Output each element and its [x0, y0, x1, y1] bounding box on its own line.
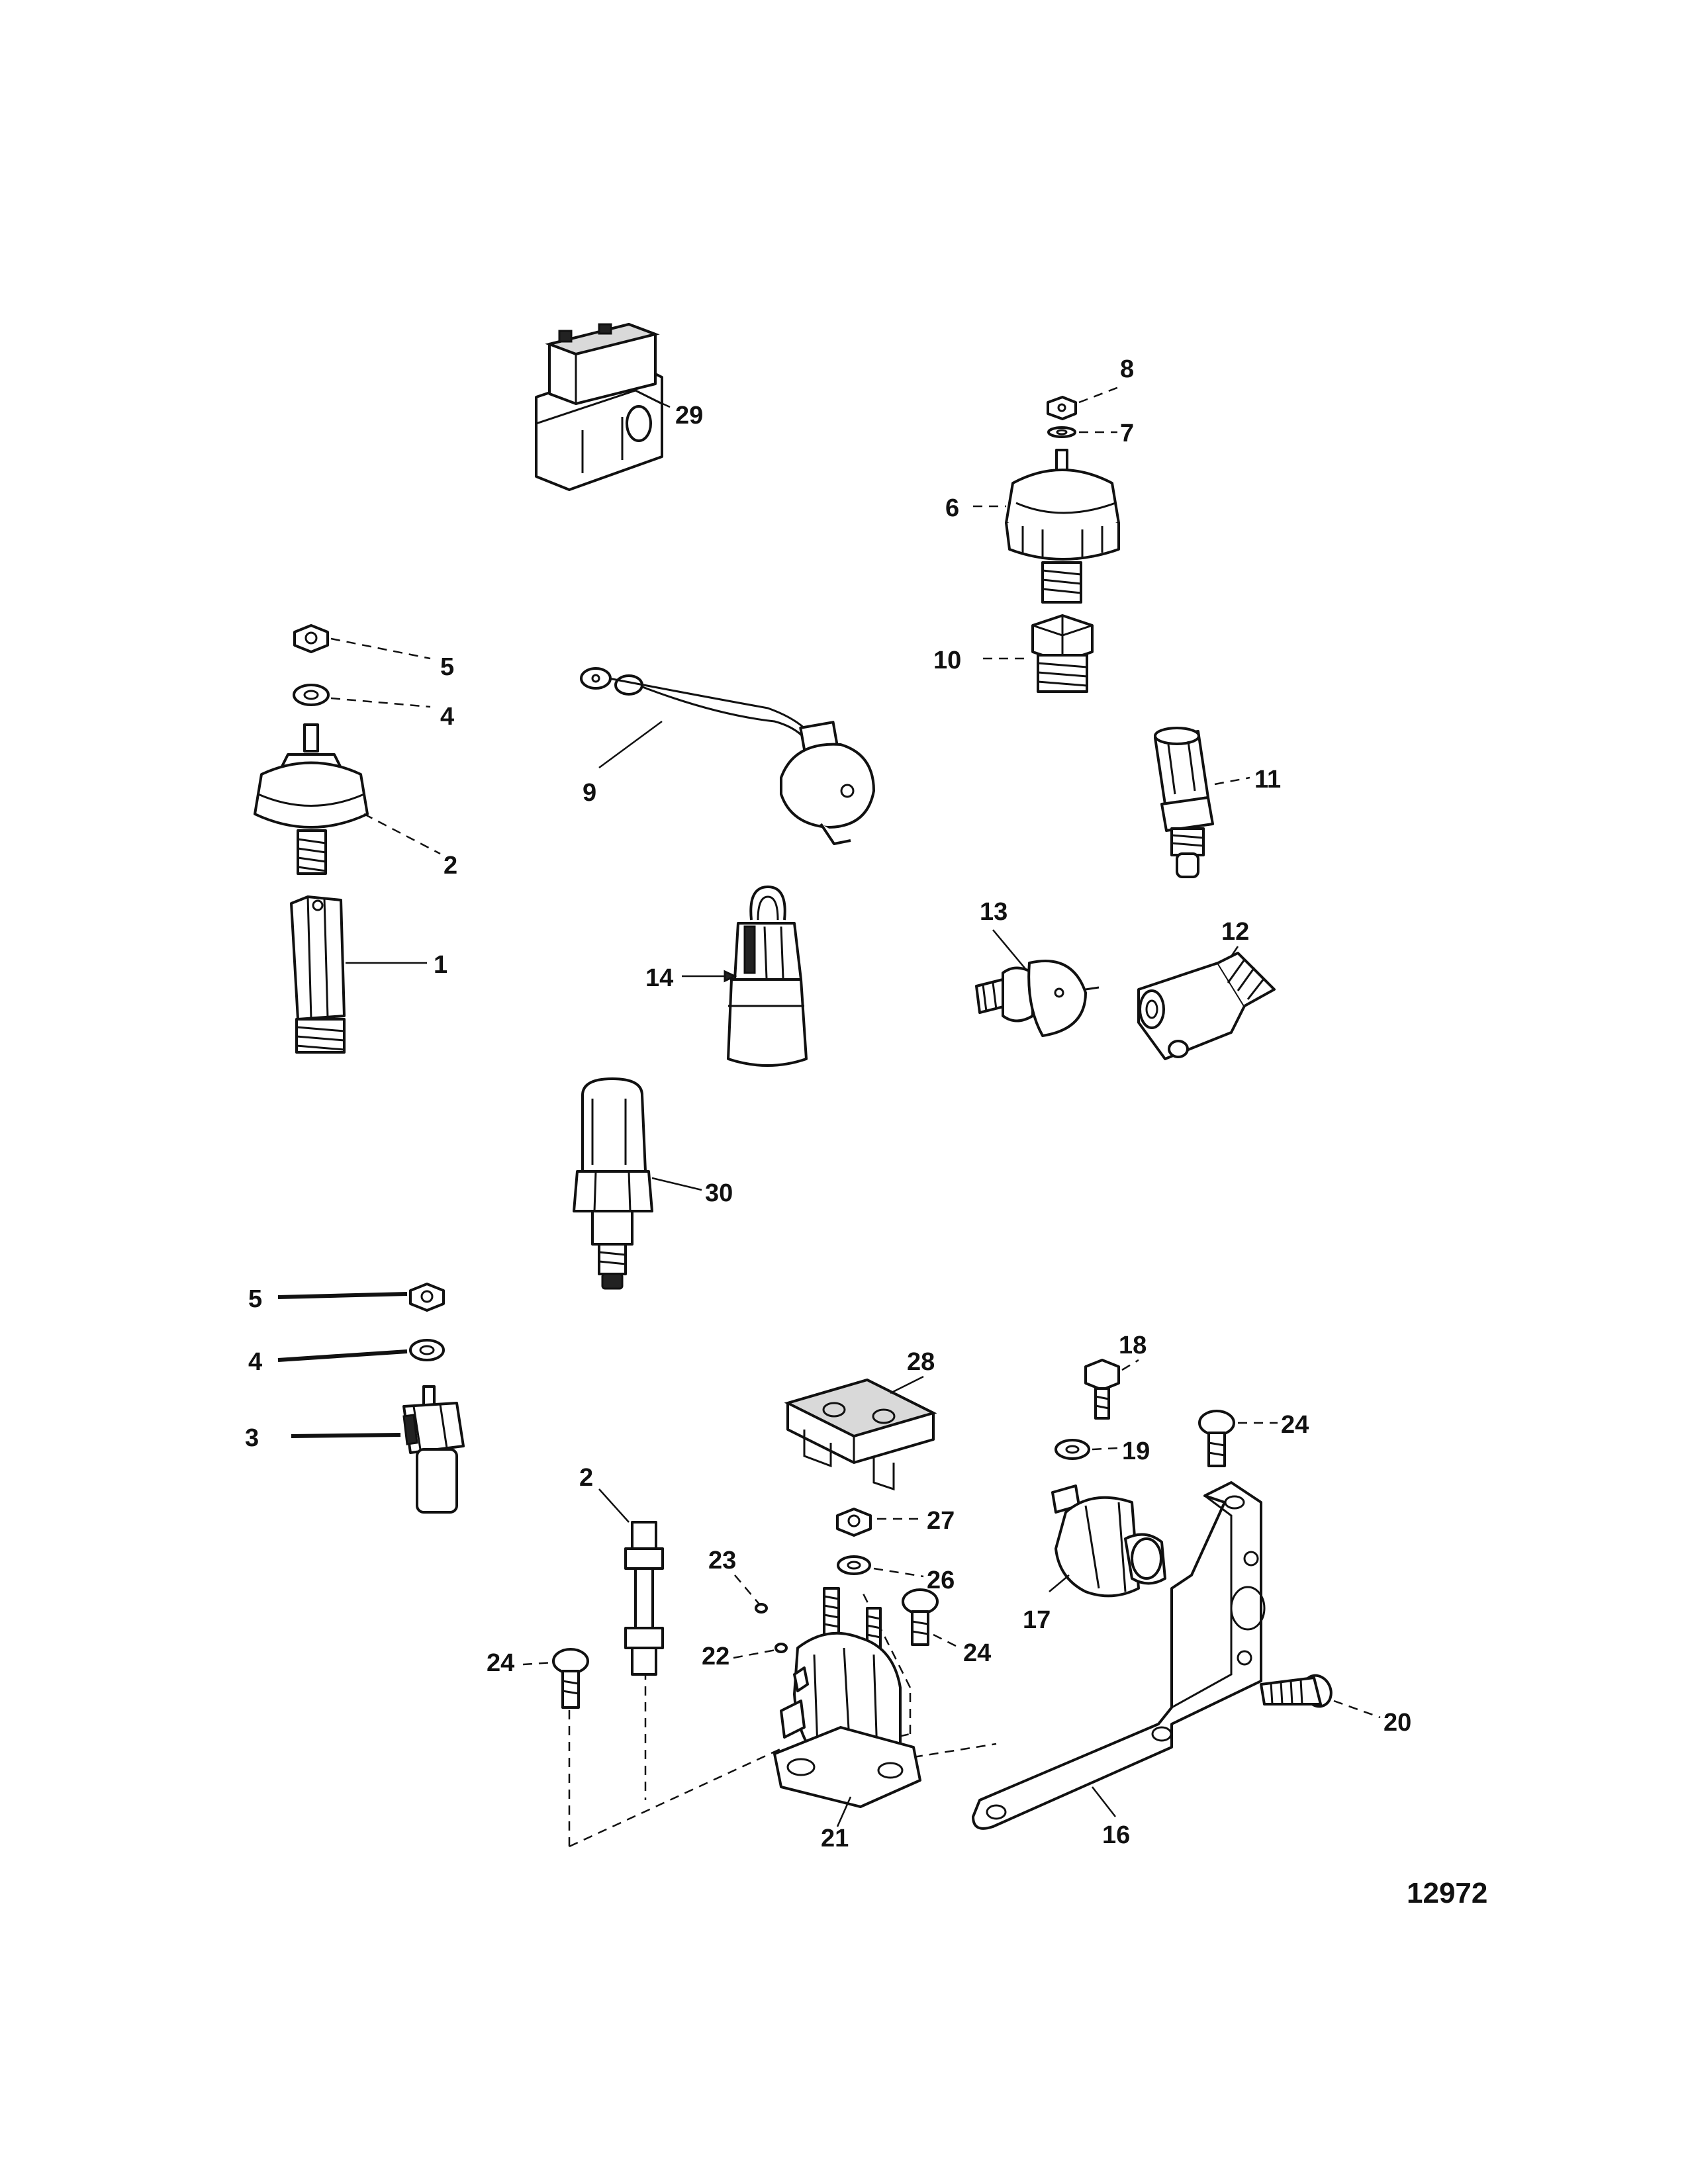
nut-8	[1047, 396, 1077, 420]
screw-24-right	[1198, 1410, 1235, 1467]
leader-4-upper	[330, 697, 431, 708]
callout-11: 11	[1254, 766, 1281, 794]
callout-24-middle: 24	[963, 1639, 991, 1667]
leader-19	[1092, 1447, 1119, 1451]
leader-16	[1092, 1786, 1116, 1817]
callout-1: 1	[434, 951, 447, 979]
screw-20	[1260, 1674, 1333, 1708]
callout-5-upper: 5	[440, 653, 454, 681]
adaptor-10	[1031, 614, 1094, 693]
washer-26	[837, 1555, 871, 1575]
leader-20	[1333, 1700, 1381, 1719]
callout-29: 29	[675, 402, 703, 430]
leader-23	[734, 1574, 761, 1606]
guide-lines	[568, 1588, 997, 1848]
callout-24-right: 24	[1281, 1411, 1309, 1439]
washer-19	[1055, 1439, 1090, 1460]
nut-27	[836, 1508, 872, 1537]
callout-5-lower: 5	[248, 1285, 262, 1313]
pressure-switch-13	[975, 960, 1100, 1037]
leader-12	[1230, 946, 1239, 957]
callout-6: 6	[945, 494, 959, 522]
callout-12: 12	[1221, 918, 1249, 946]
callout-2-upper: 2	[444, 852, 457, 880]
leader-2-upper	[363, 813, 441, 855]
nut-5-lower	[409, 1283, 445, 1312]
leader-24-middle	[933, 1633, 961, 1649]
washer-4-upper	[293, 684, 330, 706]
leader-24-left	[522, 1661, 553, 1666]
callout-4-lower: 4	[248, 1348, 262, 1376]
leader-30	[651, 1177, 702, 1191]
callout-17: 17	[1023, 1606, 1051, 1634]
harness-9	[580, 667, 875, 845]
pin-23	[755, 1603, 768, 1614]
leader-17	[1049, 1574, 1070, 1592]
leader-5-lower	[277, 1292, 408, 1299]
callout-22: 22	[702, 1643, 729, 1670]
leader-29	[655, 399, 671, 408]
callout-2-lower: 2	[579, 1464, 593, 1492]
leader-3	[291, 1433, 401, 1438]
callout-4-upper: 4	[440, 703, 454, 731]
sensor-14	[727, 886, 808, 1067]
callout-21: 21	[821, 1825, 849, 1852]
leader-13	[992, 929, 1027, 970]
leader-26	[873, 1567, 924, 1578]
callout-28: 28	[907, 1348, 935, 1376]
callout-19: 19	[1122, 1437, 1150, 1465]
temp-switch-3	[402, 1385, 465, 1514]
figure-number: 12972	[1407, 1877, 1487, 1909]
callout-7: 7	[1120, 420, 1134, 447]
stud-2	[624, 1521, 664, 1676]
callout-26: 26	[927, 1567, 955, 1594]
washer-7	[1047, 426, 1076, 438]
leader-22	[733, 1649, 776, 1659]
pressure-switch-2	[254, 723, 369, 875]
callout-16: 16	[1102, 1821, 1130, 1849]
callout-14: 14	[645, 964, 673, 992]
oil-pressure-sender-6	[1005, 449, 1120, 604]
relay-29	[535, 322, 663, 491]
leader-21	[836, 1796, 852, 1827]
leader-9	[598, 720, 663, 769]
callout-30: 30	[705, 1179, 733, 1207]
temp-sender-11	[1154, 727, 1214, 878]
leader-2-lower	[598, 1488, 630, 1523]
callout-3: 3	[245, 1424, 259, 1452]
leader-8	[1078, 386, 1119, 404]
pin-22	[774, 1643, 788, 1653]
callout-13: 13	[980, 898, 1008, 926]
callout-18: 18	[1119, 1332, 1147, 1359]
temp-sender-30	[573, 1077, 653, 1290]
screw-24-middle	[902, 1588, 939, 1646]
callout-8: 8	[1120, 355, 1134, 383]
callout-24-left: 24	[487, 1649, 514, 1677]
callout-10: 10	[933, 647, 961, 674]
screw-24-left	[552, 1648, 589, 1709]
leader-18	[1121, 1359, 1139, 1371]
elbow-12	[1137, 952, 1276, 1060]
callout-27: 27	[927, 1507, 955, 1535]
nut-5-upper	[293, 624, 329, 653]
washer-4-lower	[409, 1339, 445, 1361]
callout-20: 20	[1383, 1709, 1411, 1737]
leader-28	[890, 1375, 924, 1394]
bolt-18	[1084, 1359, 1120, 1420]
bracket-16	[972, 1481, 1266, 1830]
callout-9: 9	[583, 779, 596, 807]
solenoid-17	[1051, 1484, 1166, 1598]
extension-1	[290, 895, 346, 1054]
callout-23: 23	[708, 1547, 736, 1574]
leader-4-lower	[277, 1349, 408, 1362]
cover-28	[784, 1378, 937, 1491]
solenoid-21	[773, 1587, 921, 1808]
leader-5-upper	[330, 637, 431, 660]
leader-11	[1214, 776, 1250, 786]
